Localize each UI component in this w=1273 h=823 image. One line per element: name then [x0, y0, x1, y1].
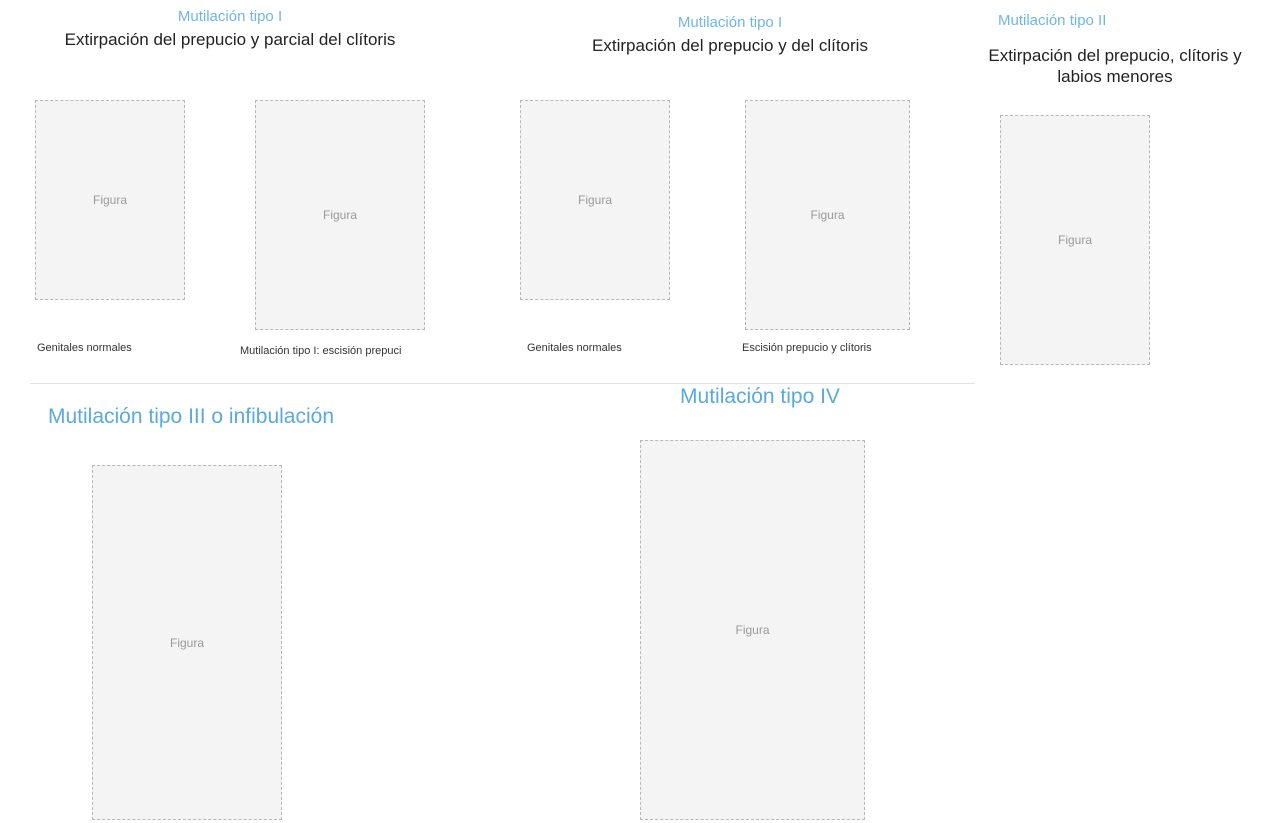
section-divider [30, 383, 975, 384]
panel-heading: Mutilación tipo I [30, 8, 430, 25]
panel-heading: Mutilación tipo III o infibulación [48, 405, 334, 429]
figure-caption: Escisión prepucio y clítoris [742, 342, 872, 354]
panel-type2: Mutilación tipo II Extirpación del prepu… [960, 12, 1270, 88]
figure-caption: Genitales normales [37, 342, 132, 354]
panel-subtitle: Extirpación del prepucio y parcial del c… [30, 29, 430, 50]
figure-placeholder: Figura [92, 465, 282, 820]
panel-heading: Mutilación tipo IV [610, 385, 910, 409]
panel-type4: Mutilación tipo IV [610, 385, 910, 409]
figure-placeholder: Figura [1000, 115, 1150, 365]
panel-type3: Mutilación tipo III o infibulación [48, 405, 334, 429]
figure-caption: Genitales normales [527, 342, 622, 354]
figure-placeholder: Figura [745, 100, 910, 330]
figure-placeholder: Figura [255, 100, 425, 330]
figure-placeholder: Figura [640, 440, 865, 820]
panel-subtitle: Extirpación del prepucio y del clítoris [545, 35, 915, 56]
panel-heading: Mutilación tipo I [545, 14, 915, 31]
figure-placeholder: Figura [35, 100, 185, 300]
panel-type1: Mutilación tipo I Extirpación del prepuc… [545, 14, 915, 56]
panel-type1-partial: Mutilación tipo I Extirpación del prepuc… [30, 8, 430, 50]
panel-heading: Mutilación tipo II [960, 12, 1270, 29]
figure-caption: Mutilación tipo I: escisión prepuci [240, 345, 401, 357]
panel-subtitle: Extirpación del prepucio, clítoris y lab… [960, 45, 1270, 88]
figure-placeholder: Figura [520, 100, 670, 300]
